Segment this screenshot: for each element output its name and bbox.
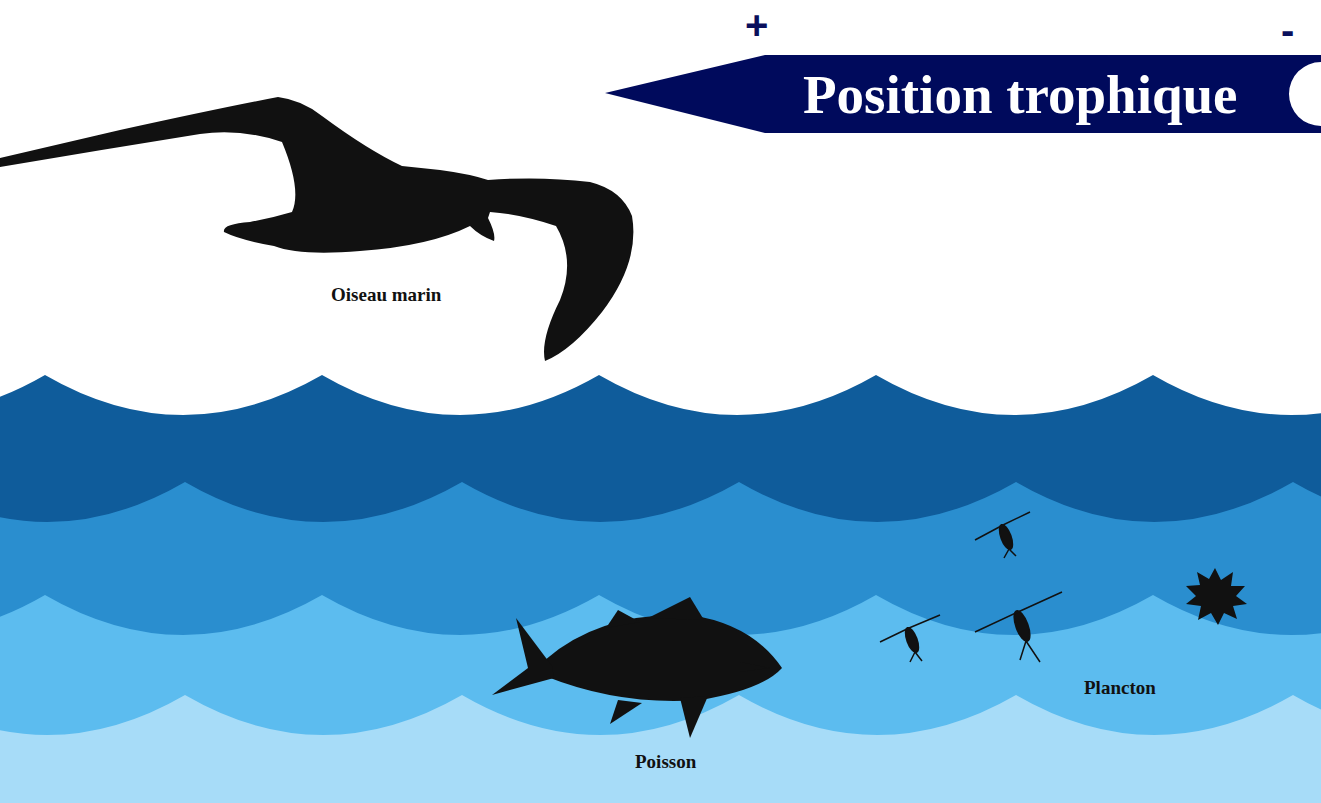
scale-sign: -	[1281, 10, 1294, 50]
scale-sign: +	[745, 5, 768, 45]
wave-layer	[0, 695, 1321, 803]
organism-label: Poisson	[635, 751, 696, 773]
banner-title: Position trophique	[803, 67, 1238, 122]
trophic-arrow-banner	[605, 55, 1321, 133]
organism-label: Plancton	[1084, 677, 1156, 699]
organism-label: Oiseau marin	[331, 284, 441, 306]
plankton-silhouettes	[880, 512, 1247, 662]
seabird-silhouette	[0, 97, 633, 361]
fish-silhouette	[492, 597, 782, 738]
